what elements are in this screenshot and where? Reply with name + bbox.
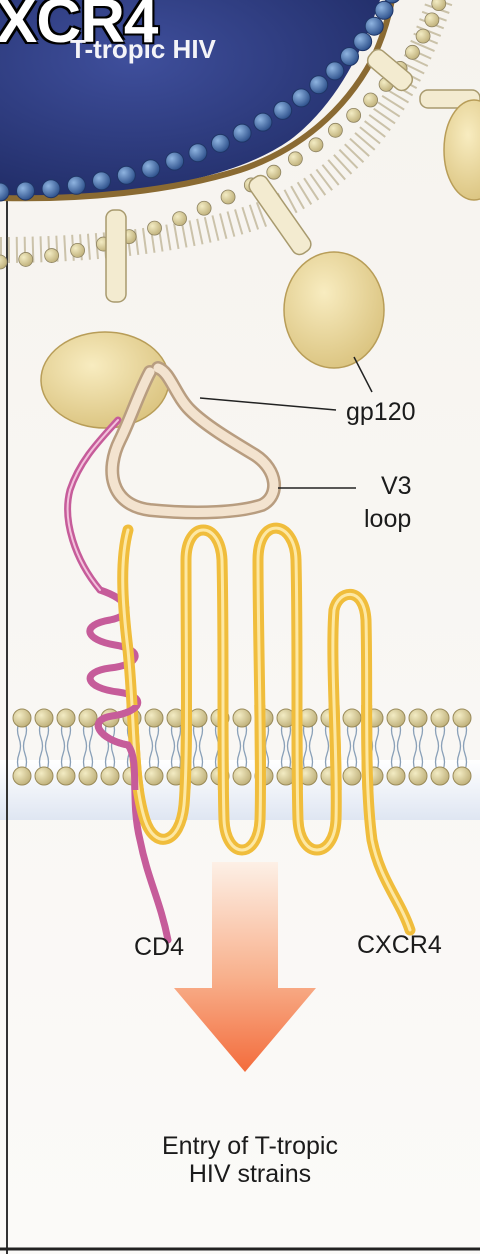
virus-lipid-head [274,101,292,119]
virus-lipid-head [354,33,372,51]
membrane-lipid-head [79,709,97,727]
virus-lipid-head [254,113,272,131]
membrane-lipid-head [57,767,75,785]
membrane-lipid-head [233,709,251,727]
membrane-lipid-head [189,767,207,785]
cd4-label: CD4 [134,933,184,962]
membrane-lipid-head [431,709,449,727]
virus-outer-lipid-head [148,221,162,235]
membrane-lipid-head [35,709,53,727]
virus-outer-lipid-head [425,13,439,27]
virus-outer-lipid-head [71,243,85,257]
membrane-lipid-head [13,709,31,727]
gp120-free-glycoprotein [284,252,384,368]
virus-outer-lipid-head [328,123,342,137]
virus-lipid-head [375,1,393,19]
cxcr4-label: CXCR4 [357,931,442,960]
membrane-lipid-head [343,767,361,785]
membrane-lipid-head [431,767,449,785]
virus-lipid-head [310,76,328,94]
membrane-lipid-head [233,767,251,785]
virus-lipid-head [365,17,383,35]
figure-caption: Entry of T-tropic HIV strains [90,1132,410,1188]
virus-lipid-head [117,166,135,184]
membrane-lipid-head [145,709,163,727]
virus-outer-lipid-head [267,165,281,179]
membrane-lipid-head [453,767,471,785]
membrane-lipid-head [387,767,405,785]
membrane-lipid-head [409,767,427,785]
membrane-lipid-heads-bottom [13,767,471,785]
virus-lipid-head [93,172,111,190]
membrane-lipid-head [343,709,361,727]
virus-outer-lipid-head [364,93,378,107]
membrane-lipid-head [35,767,53,785]
membrane-lipid-head [57,709,75,727]
virus-lipid-head [17,182,35,200]
virus-outer-lipid-head [19,252,33,266]
virus-lipid-head [189,144,207,162]
caption-line-1: Entry of T-tropic [90,1132,410,1160]
membrane-lipid-heads-top [13,709,471,727]
membrane-lipid-head [409,709,427,727]
virus-lipid-head [42,180,60,198]
virus-outer-lipid-head [173,212,187,226]
membrane-lipid-head [145,767,163,785]
virus-outer-lipid-head [347,108,361,122]
loop-label: loop [364,505,411,534]
virus-lipid-head [326,62,344,80]
virus-outer-lipid-head [405,45,419,59]
virus-lipid-head [67,176,85,194]
virus-outer-lipid-head [309,138,323,152]
virus-lipid-head [211,134,229,152]
membrane-lipid-head [387,709,405,727]
virus-strain-label: T-tropic HIV [70,34,216,65]
virus-lipid-head [341,48,359,66]
virus-outer-lipid-head [288,152,302,166]
membrane-lipid-head [101,767,119,785]
v3-label: V3 [381,472,412,501]
membrane-lipid-head [13,767,31,785]
virus-outer-lipid-head [432,0,446,11]
virus-outer-lipid-head [416,29,430,43]
membrane-lipid-head [453,709,471,727]
membrane-lipid-head [79,767,97,785]
virus-outer-lipid-head [221,190,235,204]
virus-lipid-head [292,89,310,107]
virus-outer-lipid-head [45,249,59,263]
virus-outer-lipid-head [197,201,211,215]
gp120-label: gp120 [346,398,416,427]
caption-line-2: HIV strains [90,1160,410,1188]
virus-lipid-head [166,152,184,170]
virus-lipid-head [233,124,251,142]
virus-lipid-head [142,160,160,178]
